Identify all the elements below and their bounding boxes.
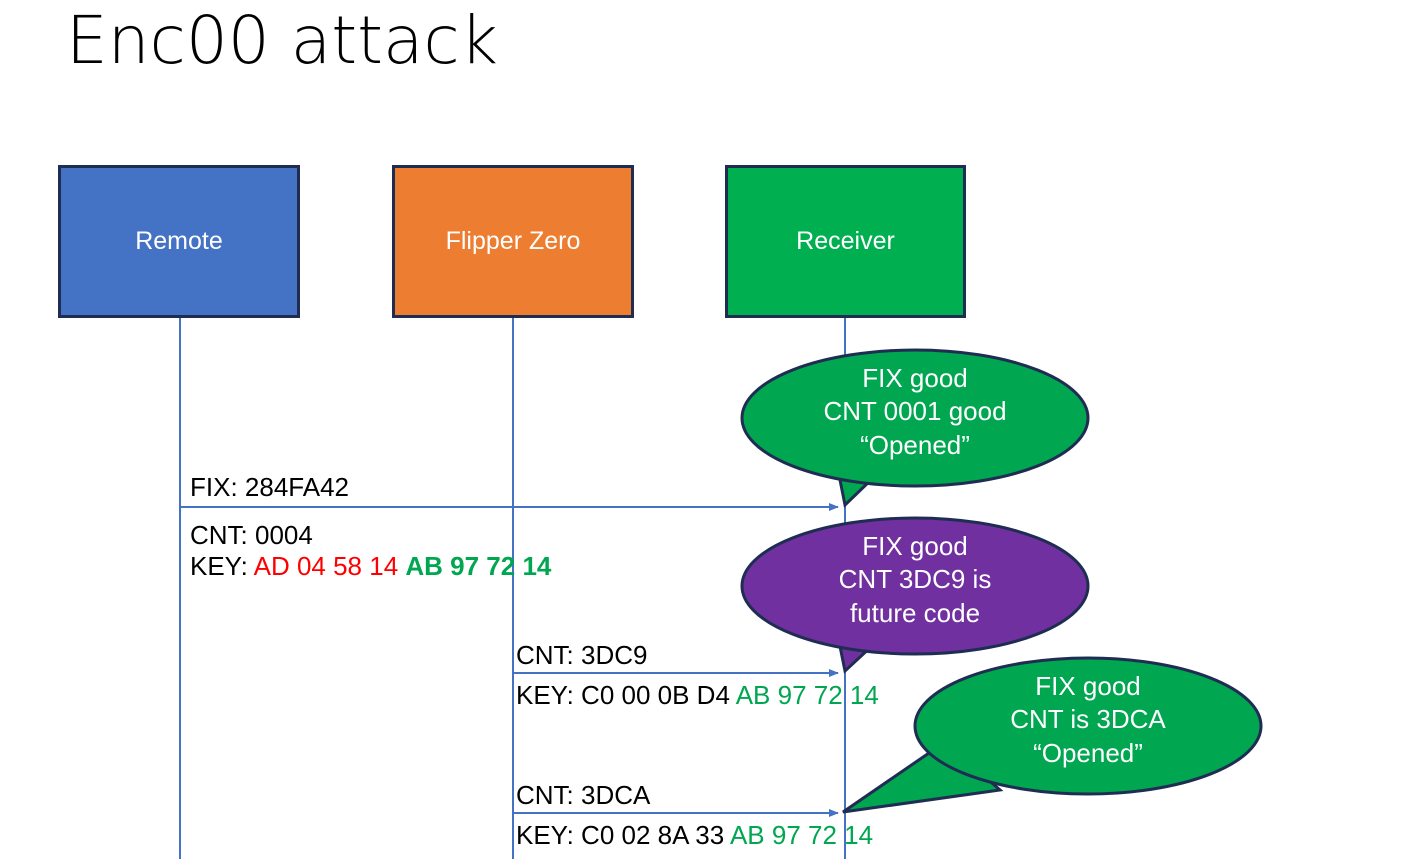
message-1-cnt-line: CNT: 0004 xyxy=(190,521,313,549)
message-2-key-prefix: KEY: C0 00 0B D4 xyxy=(516,680,736,710)
message-1-key-prefix: KEY: xyxy=(190,551,254,581)
page-title: Enc00 attack xyxy=(66,2,498,79)
callout-2-line-3: future code xyxy=(849,597,981,628)
message-3-key-line: KEY: C0 02 8A 33 AB 97 72 14 xyxy=(516,821,873,849)
actor-label-remote: Remote xyxy=(135,227,223,255)
message-3-key-prefix: KEY: C0 02 8A 33 xyxy=(516,820,730,850)
actor-box-flipper-zero[interactable]: Flipper Zero xyxy=(392,165,634,318)
message-3-key-green: AB 97 72 14 xyxy=(729,820,874,850)
message-2-key-green: AB 97 72 14 xyxy=(735,680,879,710)
callout-2-line-1: FIX good xyxy=(862,531,968,561)
callout-1-line-3: “Opened” xyxy=(860,429,970,460)
message-1-label-above: FIX: 284FA42 xyxy=(190,472,349,502)
message-2-label-above: CNT: 3DC9 xyxy=(516,640,648,670)
message-2-key-line: KEY: C0 00 0B D4 AB 97 72 14 xyxy=(516,681,879,709)
actor-label-receiver: Receiver xyxy=(796,227,895,255)
callout-2-text: FIX good CNT 3DC9 is future code xyxy=(742,530,1088,630)
actor-box-remote[interactable]: Remote xyxy=(58,165,300,318)
message-1-cnt-text: CNT: 0004 xyxy=(190,520,313,550)
message-1-key-line: KEY: AD 04 58 14 AB 97 72 14 xyxy=(190,552,551,580)
callout-1-text: FIX good CNT 0001 good “Opened” xyxy=(742,362,1088,462)
callout-3-text: FIX good CNT is 3DCA “Opened” xyxy=(915,670,1261,770)
callout-1-line-2: CNT 0001 good xyxy=(823,396,1007,427)
callout-2-line-2: CNT 3DC9 is xyxy=(838,564,992,595)
callout-3-line-1: FIX good xyxy=(1035,671,1141,701)
message-1-key-green: AB 97 72 14 xyxy=(405,551,552,581)
callout-1-line-1: FIX good xyxy=(862,363,968,393)
callout-3-line-3: “Opened” xyxy=(1033,737,1143,768)
message-3-label-above: CNT: 3DCA xyxy=(516,780,651,810)
actor-box-receiver[interactable]: Receiver xyxy=(725,165,966,318)
message-1-key-red: AD 04 58 14 xyxy=(253,551,406,581)
callout-3-line-2: CNT is 3DCA xyxy=(1010,704,1166,735)
actor-label-flipper-zero: Flipper Zero xyxy=(445,227,581,255)
